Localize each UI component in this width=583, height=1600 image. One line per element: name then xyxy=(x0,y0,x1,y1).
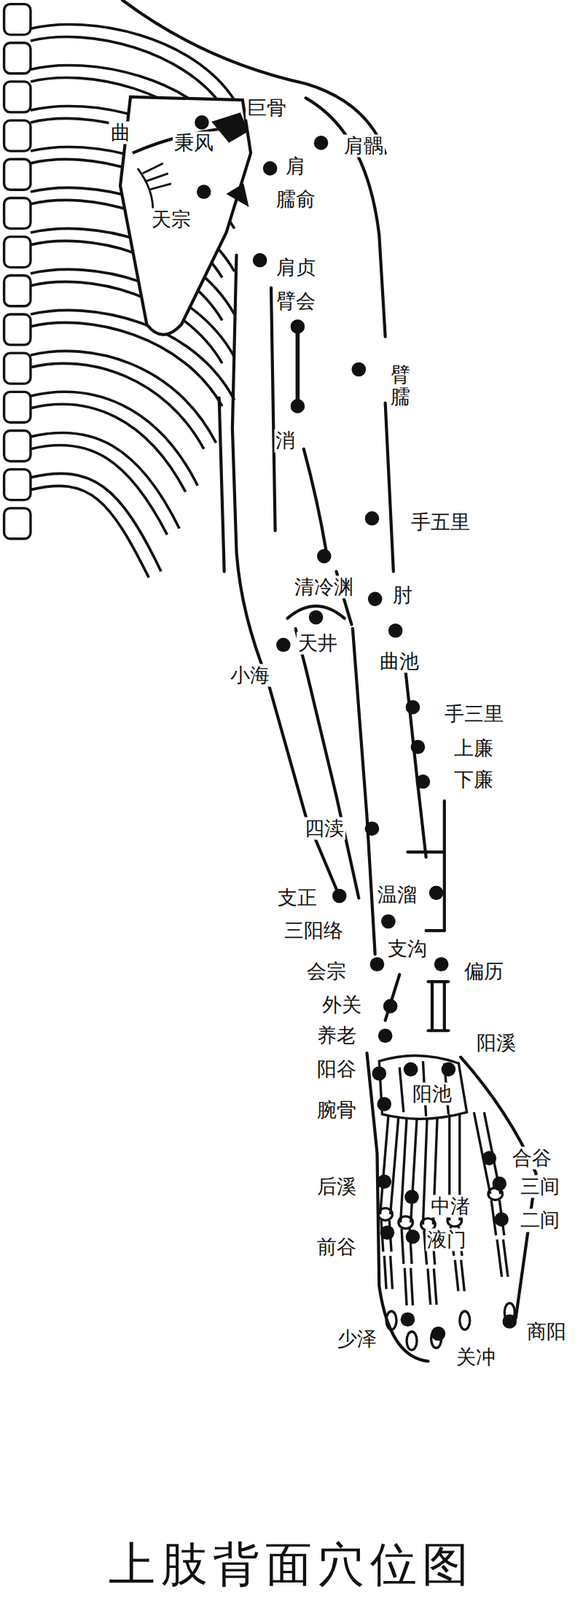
hand-bones xyxy=(378,1054,515,1349)
acupoint-dot xyxy=(400,1311,416,1326)
acupoint-label: 天井 xyxy=(296,631,339,654)
acupoint-dot xyxy=(441,1061,457,1077)
acupoint-dot xyxy=(332,888,347,903)
acupoint-dot xyxy=(388,623,403,638)
acupoint-label: 四渎 xyxy=(303,816,346,840)
acupoint-label: 养老 xyxy=(315,1023,358,1047)
acupoint-label: 合谷 xyxy=(510,1146,554,1169)
acupoint-label: 阳池 xyxy=(411,1081,454,1105)
acupoint-dot xyxy=(368,591,383,607)
acupoint-label: 消 xyxy=(274,429,297,452)
acupoint-label: 前谷 xyxy=(315,1234,358,1258)
acupoint-label: 阳溪 xyxy=(475,1030,518,1054)
acupoint-label: 支沟 xyxy=(386,937,429,960)
acupoint-dot xyxy=(314,135,329,151)
spine xyxy=(4,4,31,539)
acupoint-label: 臑俞 xyxy=(274,187,318,210)
acupoint-label: 商阳 xyxy=(525,1319,568,1342)
scapula xyxy=(120,96,251,335)
acupoint-dot xyxy=(381,913,396,929)
acupoint-label: 阳谷 xyxy=(315,1057,358,1081)
acupoint-dot xyxy=(492,1175,508,1191)
acupoint-label: 温溜 xyxy=(376,883,419,906)
acupoint-dot xyxy=(494,1211,509,1226)
acupoint-dot xyxy=(365,510,380,526)
acupoint-dot xyxy=(317,548,332,564)
acupoint-label: 下廉 xyxy=(452,767,495,790)
acupoint-dot xyxy=(196,184,212,199)
acupoint-dot xyxy=(378,1027,393,1043)
acupoint-dot xyxy=(380,1224,395,1239)
acupoint-label: 会宗 xyxy=(305,959,348,983)
segment-line xyxy=(295,326,301,406)
acupoint-label: 曲 xyxy=(109,120,132,144)
acupoint-label: 关冲 xyxy=(454,1344,498,1368)
acupoint-label: 小海 xyxy=(228,663,272,687)
acupoint-dot xyxy=(404,1189,420,1204)
acupoint-label: 支正 xyxy=(276,886,319,909)
acupoint-dot xyxy=(434,956,449,971)
acupoint-label: 腕骨 xyxy=(315,1098,358,1121)
limb-outline xyxy=(122,0,537,1361)
acupoint-label: 手三里 xyxy=(443,702,506,726)
acupoint-dot xyxy=(376,1174,392,1189)
acupoint-label: 后溪 xyxy=(315,1174,358,1198)
acupoint-dot xyxy=(308,609,324,625)
acupoint-label: 秉风 xyxy=(172,131,215,154)
acupoint-label: 偏历 xyxy=(462,959,506,983)
acupoint-dot xyxy=(405,699,421,715)
acupoint-label: 臂会 xyxy=(274,289,318,312)
acupoint-label: 三阳络 xyxy=(282,918,345,942)
acupoint-label: 肩 xyxy=(284,155,307,178)
acupoint-label: 肩贞 xyxy=(274,255,318,279)
acupoint-dot xyxy=(416,773,431,789)
acupoint-dot xyxy=(370,956,385,971)
acupoint-dots xyxy=(194,115,517,1340)
acupoint-label: 二间 xyxy=(518,1208,562,1231)
acupoint-label: 上廉 xyxy=(452,736,495,759)
acupoint-label: 肩髃 xyxy=(342,134,385,158)
acupoint-dot xyxy=(252,252,268,268)
acupoint-label: 巨骨 xyxy=(245,96,288,120)
acupoint-label: 曲池 xyxy=(378,649,421,672)
acupoint-label: 少泽 xyxy=(335,1326,379,1349)
acupoint-label: 肘 xyxy=(391,583,414,606)
acupoint-label: 臂臑 xyxy=(390,362,411,409)
acupoint-dot xyxy=(383,998,398,1013)
acupoint-dot xyxy=(482,1149,498,1165)
acupoint-label: 清冷渊 xyxy=(292,574,355,598)
acupoint-dot xyxy=(431,1325,446,1341)
acupoint-dot xyxy=(405,1228,421,1244)
acupoint-label: 中渚 xyxy=(429,1193,472,1217)
acupoint-label: 液门 xyxy=(425,1227,468,1251)
acupoint-dot xyxy=(502,1313,518,1328)
acupoint-label: 手五里 xyxy=(409,510,472,534)
acupoint-dot xyxy=(411,738,426,754)
acupoint-dot xyxy=(429,885,444,901)
acupoint-dot xyxy=(263,161,278,176)
acupoint-dot xyxy=(371,1065,387,1081)
acupoint-dot xyxy=(194,115,210,130)
figure-caption: 上肢背面穴位图 xyxy=(108,1531,475,1596)
acupoint-label: 三间 xyxy=(518,1174,562,1198)
acupoint-dot xyxy=(403,1061,419,1077)
acupoint-dot xyxy=(351,362,367,377)
acupoint-label: 外关 xyxy=(320,993,363,1016)
acupoint-dot xyxy=(376,1096,392,1111)
acupoint-dot xyxy=(365,820,380,836)
acupoint-label: 天宗 xyxy=(150,207,193,231)
acupoint-dot xyxy=(276,637,291,653)
